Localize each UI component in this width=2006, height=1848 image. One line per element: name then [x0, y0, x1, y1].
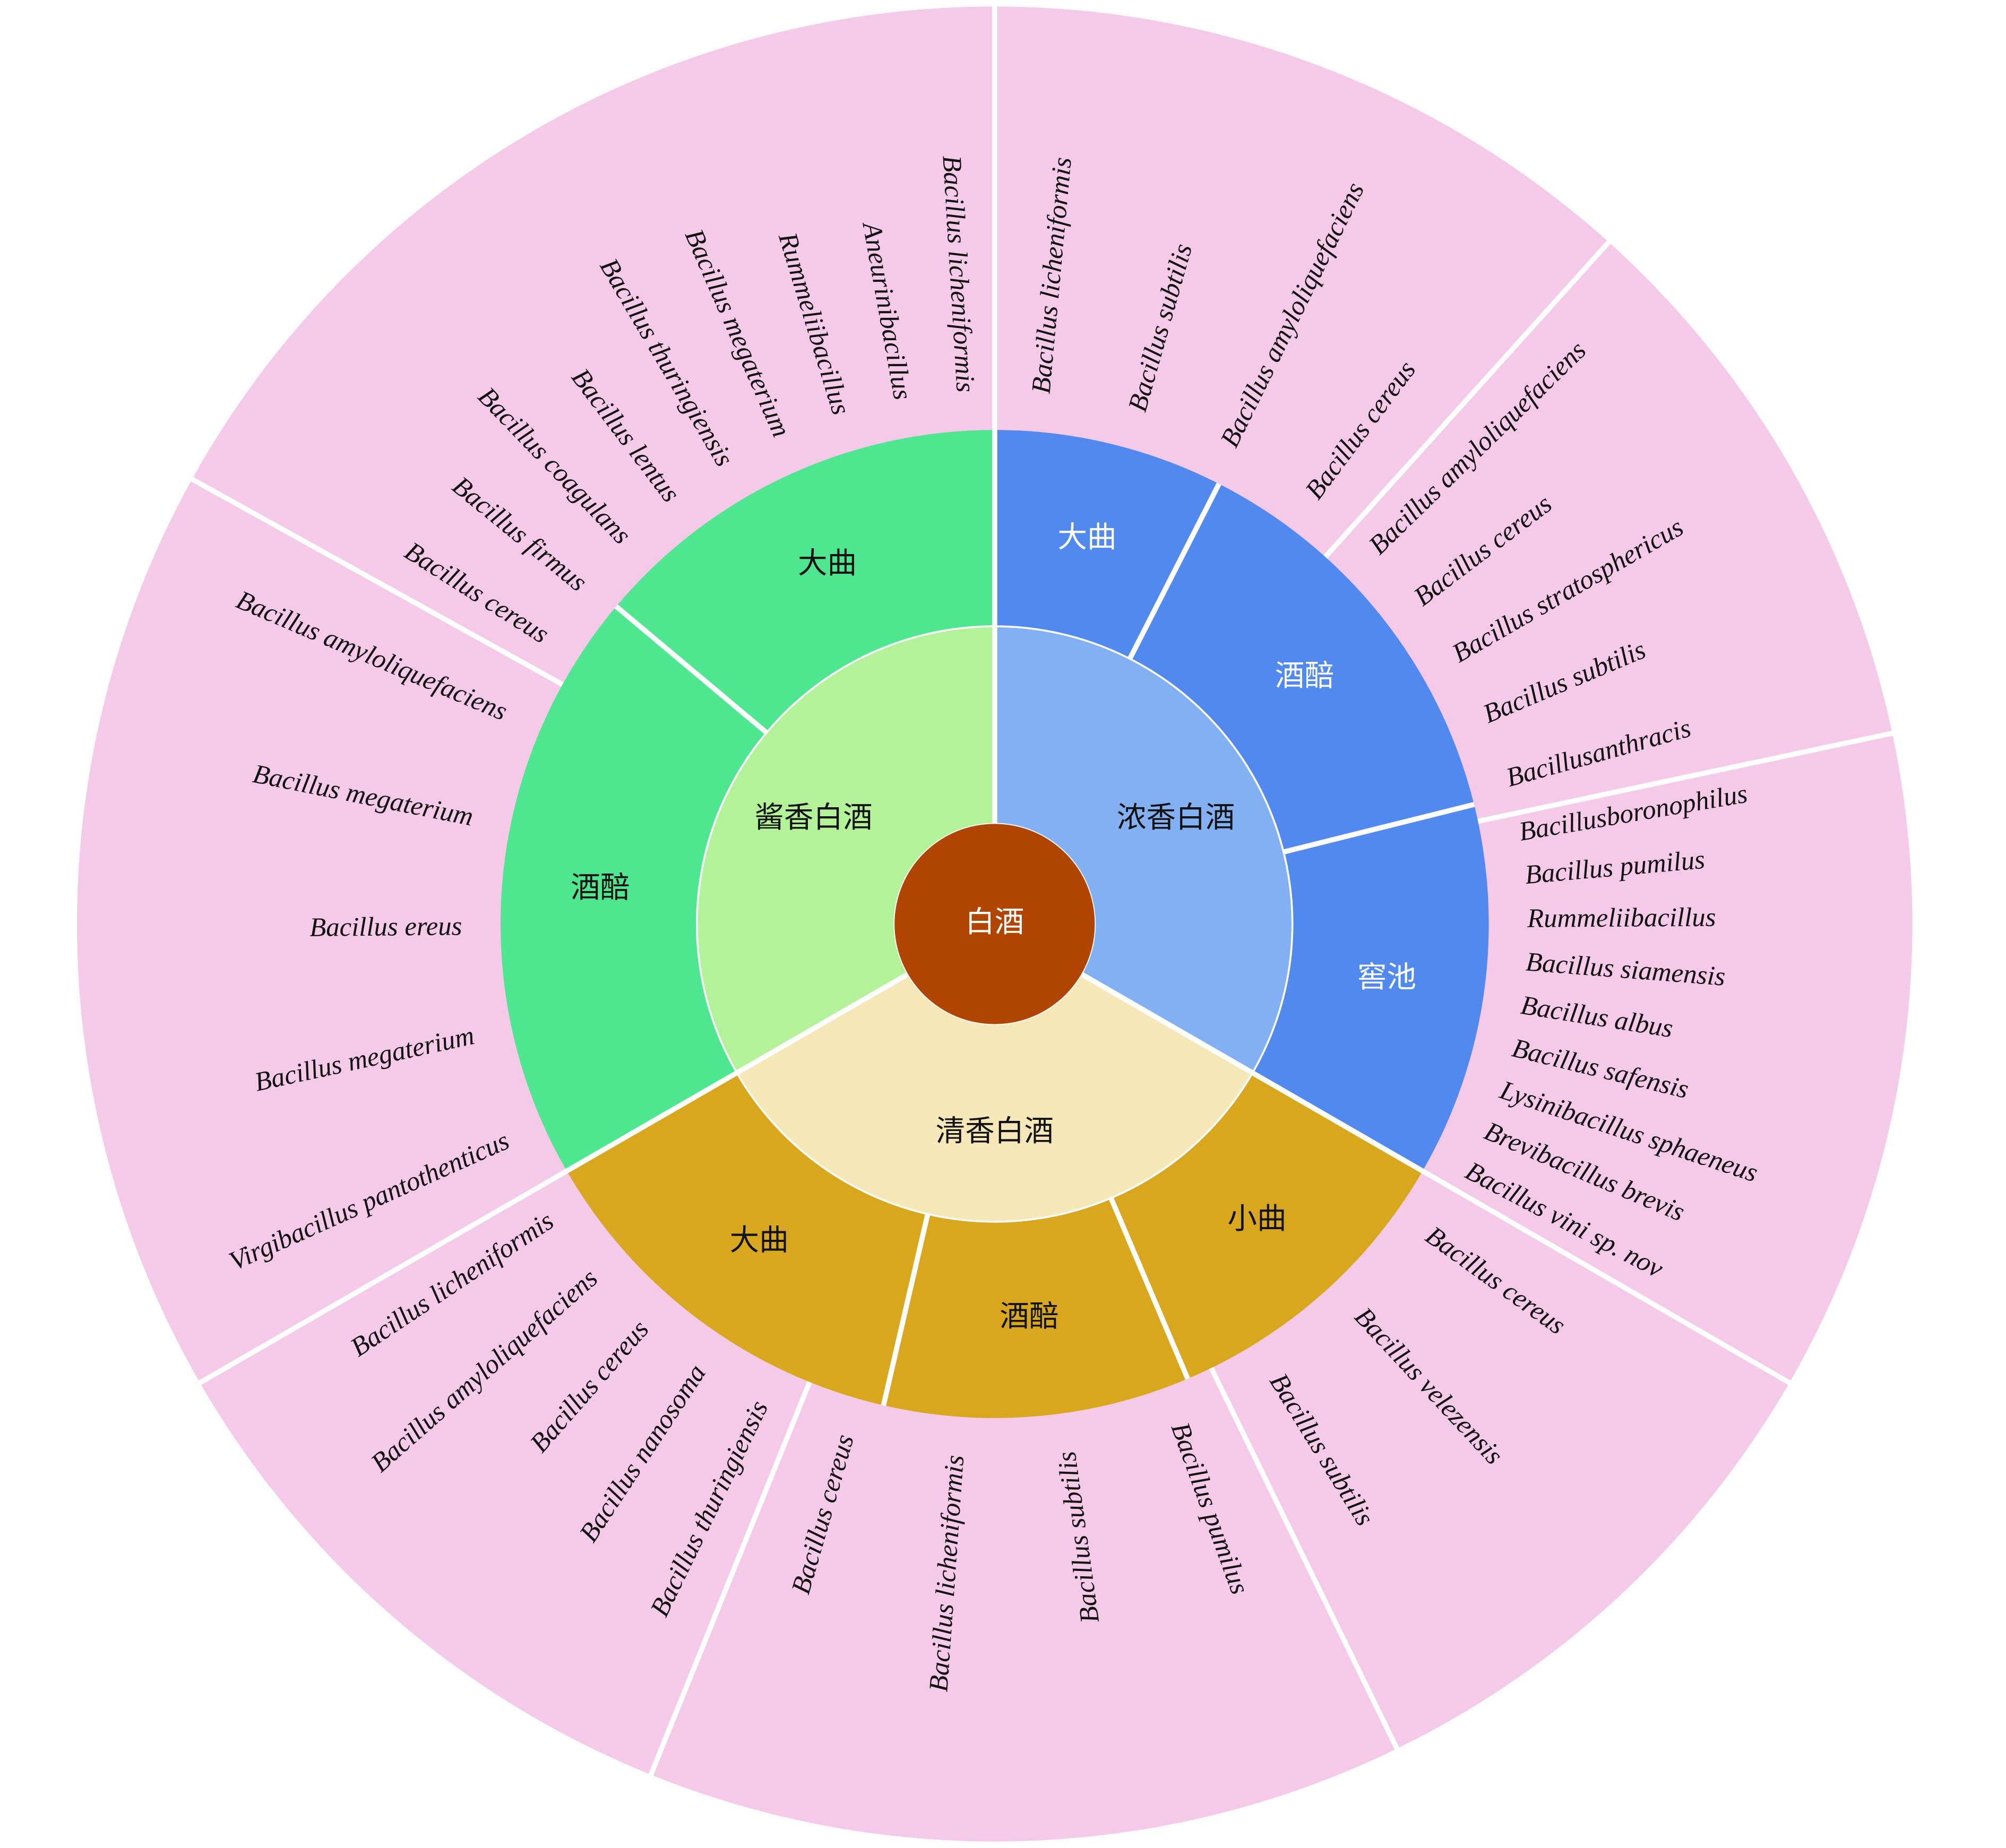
stage-ring: [500, 430, 1489, 1418]
root-circle: [894, 824, 1095, 1024]
divider-line: [614, 604, 769, 735]
stage-segment[interactable]: [500, 606, 767, 1171]
divider-line: [1127, 482, 1221, 660]
divider-line: [1108, 1197, 1190, 1380]
stage-label: 酒醅: [571, 870, 630, 905]
stage-segment[interactable]: [1110, 1073, 1423, 1379]
divider-line: [648, 1381, 812, 1776]
stage-label: 小曲: [1227, 1202, 1286, 1236]
divider-line: [1477, 730, 1893, 824]
divider-line: [199, 972, 909, 1385]
divider-line: [191, 477, 564, 687]
category-label: 清香白酒: [936, 1114, 1054, 1148]
stage-label: 酒醅: [1000, 1299, 1058, 1334]
category-ring: [696, 625, 1294, 1223]
stage-segment[interactable]: [616, 430, 995, 733]
species-label: Bacillus ereus: [309, 911, 462, 942]
divider-line: [1080, 972, 1791, 1385]
stage-label: 大曲: [798, 546, 857, 581]
category-label: 酱香白酒: [754, 800, 872, 835]
stage-label: 酒醅: [1275, 659, 1334, 693]
stage-segment[interactable]: [883, 1198, 1188, 1418]
divider-line: [881, 1213, 931, 1406]
stage-label: 大曲: [1057, 520, 1116, 555]
stage-segment[interactable]: [994, 430, 1219, 659]
dividers: [191, 6, 1893, 1776]
stage-segment[interactable]: [1130, 483, 1474, 852]
divider-line: [1282, 802, 1475, 854]
divider-line: [1209, 1367, 1399, 1750]
stage-label: 窖池: [1357, 960, 1416, 995]
divider-line: [1323, 240, 1611, 559]
stage-segment[interactable]: [1252, 804, 1489, 1171]
root-label: 白酒: [965, 905, 1024, 939]
category-label: 浓香白酒: [1117, 800, 1235, 835]
species-label: Rummeliibacillus: [1527, 902, 1716, 933]
stage-label: 大曲: [730, 1223, 789, 1258]
stage-segment[interactable]: [566, 1073, 928, 1405]
